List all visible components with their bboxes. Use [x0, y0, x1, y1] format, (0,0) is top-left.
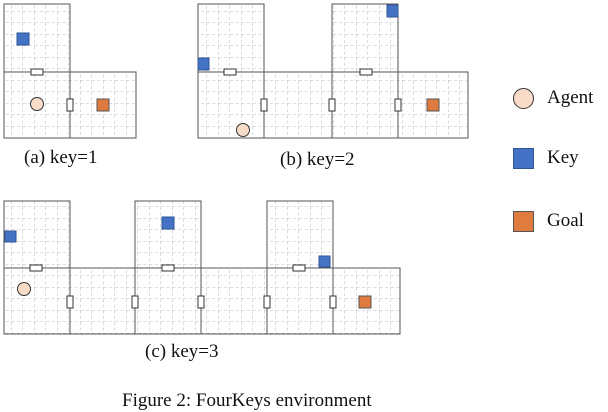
panel-c: [3, 200, 401, 335]
goal-c: [358, 295, 372, 309]
agent-c: [17, 282, 31, 296]
legend-item-goal: Goal: [513, 208, 584, 234]
goal-b: [426, 98, 440, 112]
door-c-horizontal-3: [292, 264, 306, 272]
door-c-vertical-5: [329, 295, 337, 309]
door-a-vertical: [66, 98, 74, 112]
door-c-vertical-2: [131, 295, 139, 309]
legend-label-key: Key: [547, 147, 579, 168]
room-c-bottom-3: [134, 267, 202, 335]
door-b-vertical-3: [394, 98, 402, 112]
key-b1: [197, 57, 210, 71]
door-c-horizontal-2: [161, 264, 175, 272]
key-c2: [161, 216, 175, 230]
room-a-top: [3, 3, 71, 73]
goal-a: [96, 98, 110, 112]
door-b-horizontal-1: [223, 68, 237, 76]
legend-label-goal: Goal: [547, 210, 584, 231]
room-b-bottom-3: [331, 71, 399, 139]
key-b2: [386, 4, 399, 18]
agent-marker-icon: [513, 87, 534, 109]
door-c-vertical-3: [197, 295, 205, 309]
agent-a: [30, 97, 44, 111]
panel-a-caption: (a) key=1: [24, 147, 98, 168]
door-c-vertical-4: [263, 295, 271, 309]
legend-item-agent: Agent: [513, 85, 593, 111]
door-b-horizontal-2: [359, 68, 373, 76]
door-c-vertical-1: [66, 295, 74, 309]
door-a-horizontal: [30, 68, 44, 76]
room-c-top-2: [134, 200, 202, 269]
panel-c-caption: (c) key=3: [145, 341, 219, 362]
door-b-vertical-2: [328, 98, 336, 112]
room-b-bottom-1: [197, 71, 265, 139]
key-c3: [318, 255, 331, 268]
figure-canvas: [3, 3, 469, 335]
door-c-horizontal-1: [29, 264, 43, 272]
legend-label-agent: Agent: [547, 87, 594, 108]
key-marker-icon: [513, 147, 534, 169]
room-b-bottom-2: [263, 71, 333, 139]
goal-marker-icon: [513, 210, 534, 232]
key-c1: [4, 230, 17, 243]
room-c-bottom-2: [69, 267, 136, 335]
agent-b: [236, 123, 250, 137]
key-a1: [16, 32, 30, 46]
panel-b-caption: (b) key=2: [280, 149, 355, 170]
door-b-vertical-1: [260, 98, 268, 112]
legend-item-key: Key: [513, 145, 579, 171]
room-c-bottom-1: [3, 267, 71, 335]
panel-b: [197, 3, 469, 139]
room-c-bottom-4: [200, 267, 268, 335]
figure-caption: Figure 2: FourKeys environment: [122, 390, 372, 411]
panel-a: [3, 3, 137, 139]
room-c-bottom-5: [266, 267, 334, 335]
